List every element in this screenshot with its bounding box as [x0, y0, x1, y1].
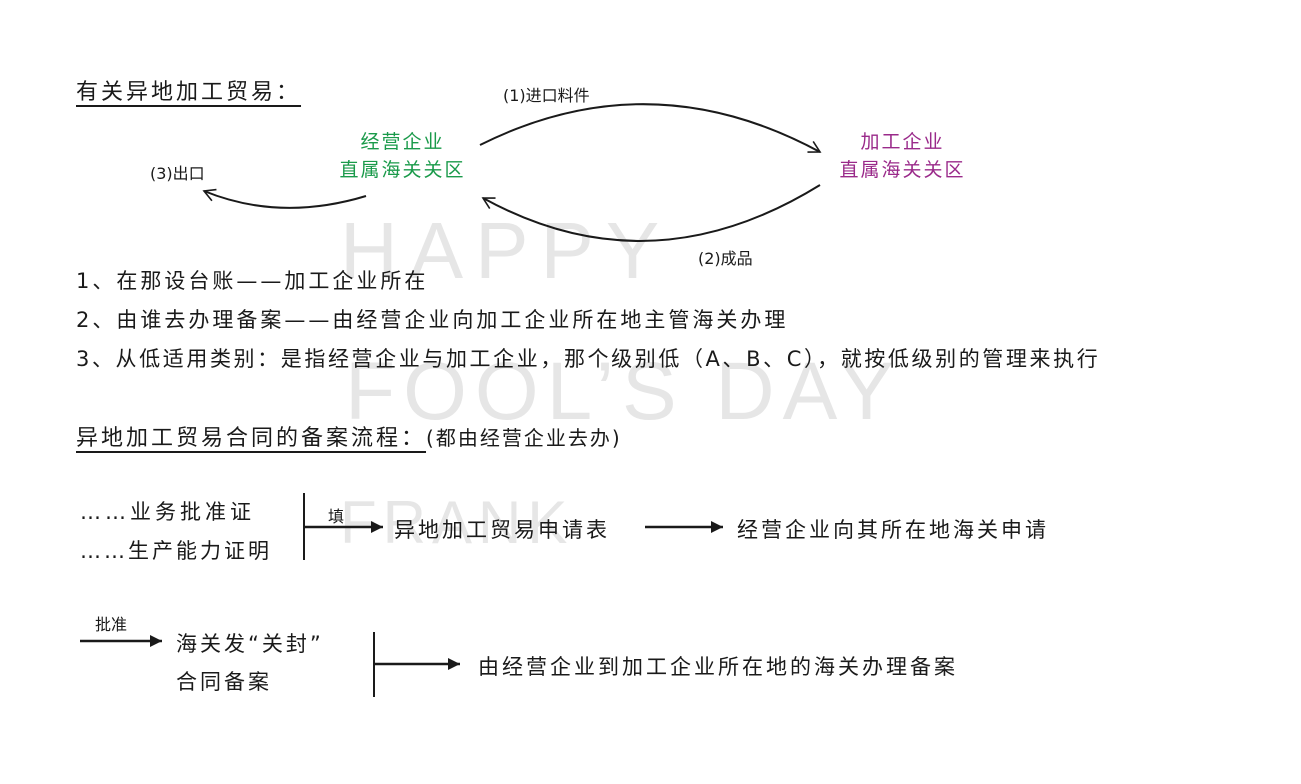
- watermark-line-1: HAPPY: [340, 206, 672, 295]
- target-node-line1: 加工企业: [860, 131, 945, 153]
- import-arrow: [479, 103, 822, 153]
- watermark-line-2: FOOL’S DAY: [345, 346, 902, 437]
- export-arrow: [202, 188, 367, 209]
- input-capacity-proof: ……生产能力证明: [80, 539, 272, 563]
- rule-1: 1、在那设台账——加工企业所在: [76, 269, 429, 293]
- source-node-line1: 经营企业: [360, 131, 445, 153]
- export-label: (3)出口: [150, 164, 205, 183]
- section2-heading: 异地加工贸易合同的备案流程：(都由经营企业去办): [76, 420, 622, 452]
- product-arrow: [481, 184, 821, 242]
- section1-title: 有关异地加工贸易：: [76, 80, 302, 105]
- rule-3: 3、从低适用类别：是指经营企业与加工企业，那个级别低（A、B、C），就按低级别的…: [76, 347, 1101, 371]
- target-node-line2: 直属海关关区: [839, 159, 966, 181]
- rule-2: 2、由谁去办理备案——由经营企业向加工企业所在地主管海关办理: [76, 308, 789, 332]
- application-form: 异地加工贸易申请表: [394, 518, 610, 542]
- input-business-permit: ……业务批准证: [80, 500, 255, 524]
- product-label: (2)成品: [698, 249, 753, 268]
- section2-title: 异地加工贸易合同的备案流程：: [76, 426, 427, 451]
- fill-label: 填: [328, 507, 345, 526]
- source-node: 经营企业 直属海关关区: [330, 128, 475, 184]
- local-customs-application: 经营企业向其所在地海关申请: [737, 518, 1049, 542]
- final-filing-step: 由经营企业到加工企业所在地的海关办理备案: [478, 655, 958, 679]
- target-node: 加工企业 直属海关关区: [830, 128, 975, 184]
- source-node-line2: 直属海关关区: [339, 159, 466, 181]
- contract-filing: 合同备案: [176, 670, 272, 694]
- import-label: (1)进口料件: [503, 86, 590, 105]
- section2-title-note: (都由经营企业去办): [426, 426, 622, 450]
- approve-label: 批准: [95, 615, 128, 634]
- customs-seal: 海关发“关封”: [176, 632, 324, 656]
